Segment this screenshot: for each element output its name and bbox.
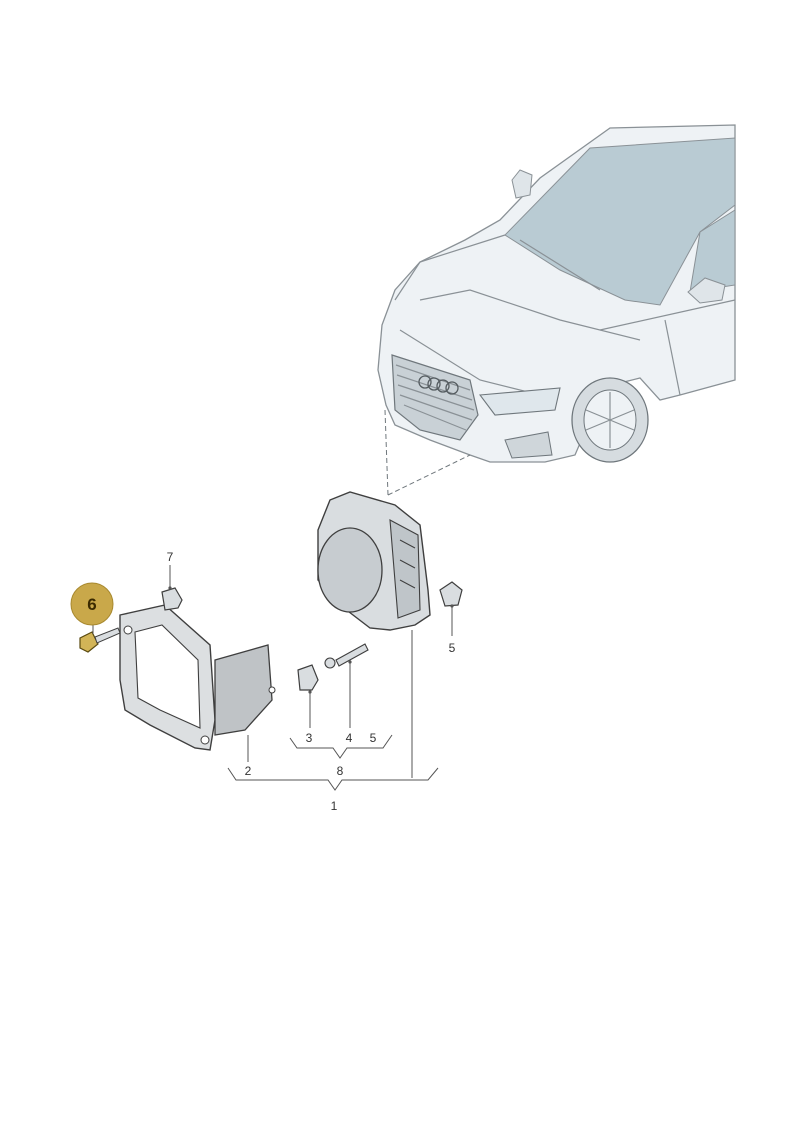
callout-4: 4 [346, 731, 353, 745]
callout-3: 3 [306, 731, 313, 745]
bracket-plate [214, 644, 273, 736]
bolt-highlighted[interactable] [79, 627, 121, 653]
badge-label-6: 6 [87, 595, 96, 614]
callout-1: 1 [331, 799, 338, 813]
bushing-right [439, 581, 463, 607]
side-mirror [687, 277, 726, 304]
callout-2: 2 [245, 764, 252, 778]
front-wheel [571, 377, 649, 463]
adjusting-screw [324, 643, 369, 669]
bushing [297, 664, 319, 691]
wiper [519, 239, 601, 291]
a-pillar-mirror [511, 169, 533, 199]
side-window [689, 209, 736, 293]
leader-lines [92, 565, 454, 791]
sensor-face [317, 527, 383, 613]
shoulder-line [599, 299, 736, 331]
callout-5-lower: 5 [370, 731, 377, 745]
callout-labels: 7 2 3 4 5 5 8 1 [167, 550, 456, 813]
clip-nut [161, 587, 183, 611]
brand-logo [418, 375, 459, 395]
door-line [664, 319, 681, 396]
car-illustration [377, 124, 736, 496]
windshield [504, 137, 736, 306]
mounting-bracket [119, 604, 276, 751]
front-intake [504, 431, 553, 459]
radar-sensor [317, 491, 431, 631]
callout-8: 8 [337, 764, 344, 778]
hood-line-3 [399, 329, 541, 396]
highlight-badge-6[interactable]: 6 [70, 582, 114, 626]
bracket-frame-inner [134, 624, 201, 729]
callout-5-right: 5 [449, 641, 456, 655]
projection-line [384, 409, 471, 496]
sensor-bracket-detail [389, 519, 421, 619]
headlight [478, 387, 561, 416]
callout-7: 7 [167, 550, 174, 564]
hood-line-1 [394, 234, 506, 301]
